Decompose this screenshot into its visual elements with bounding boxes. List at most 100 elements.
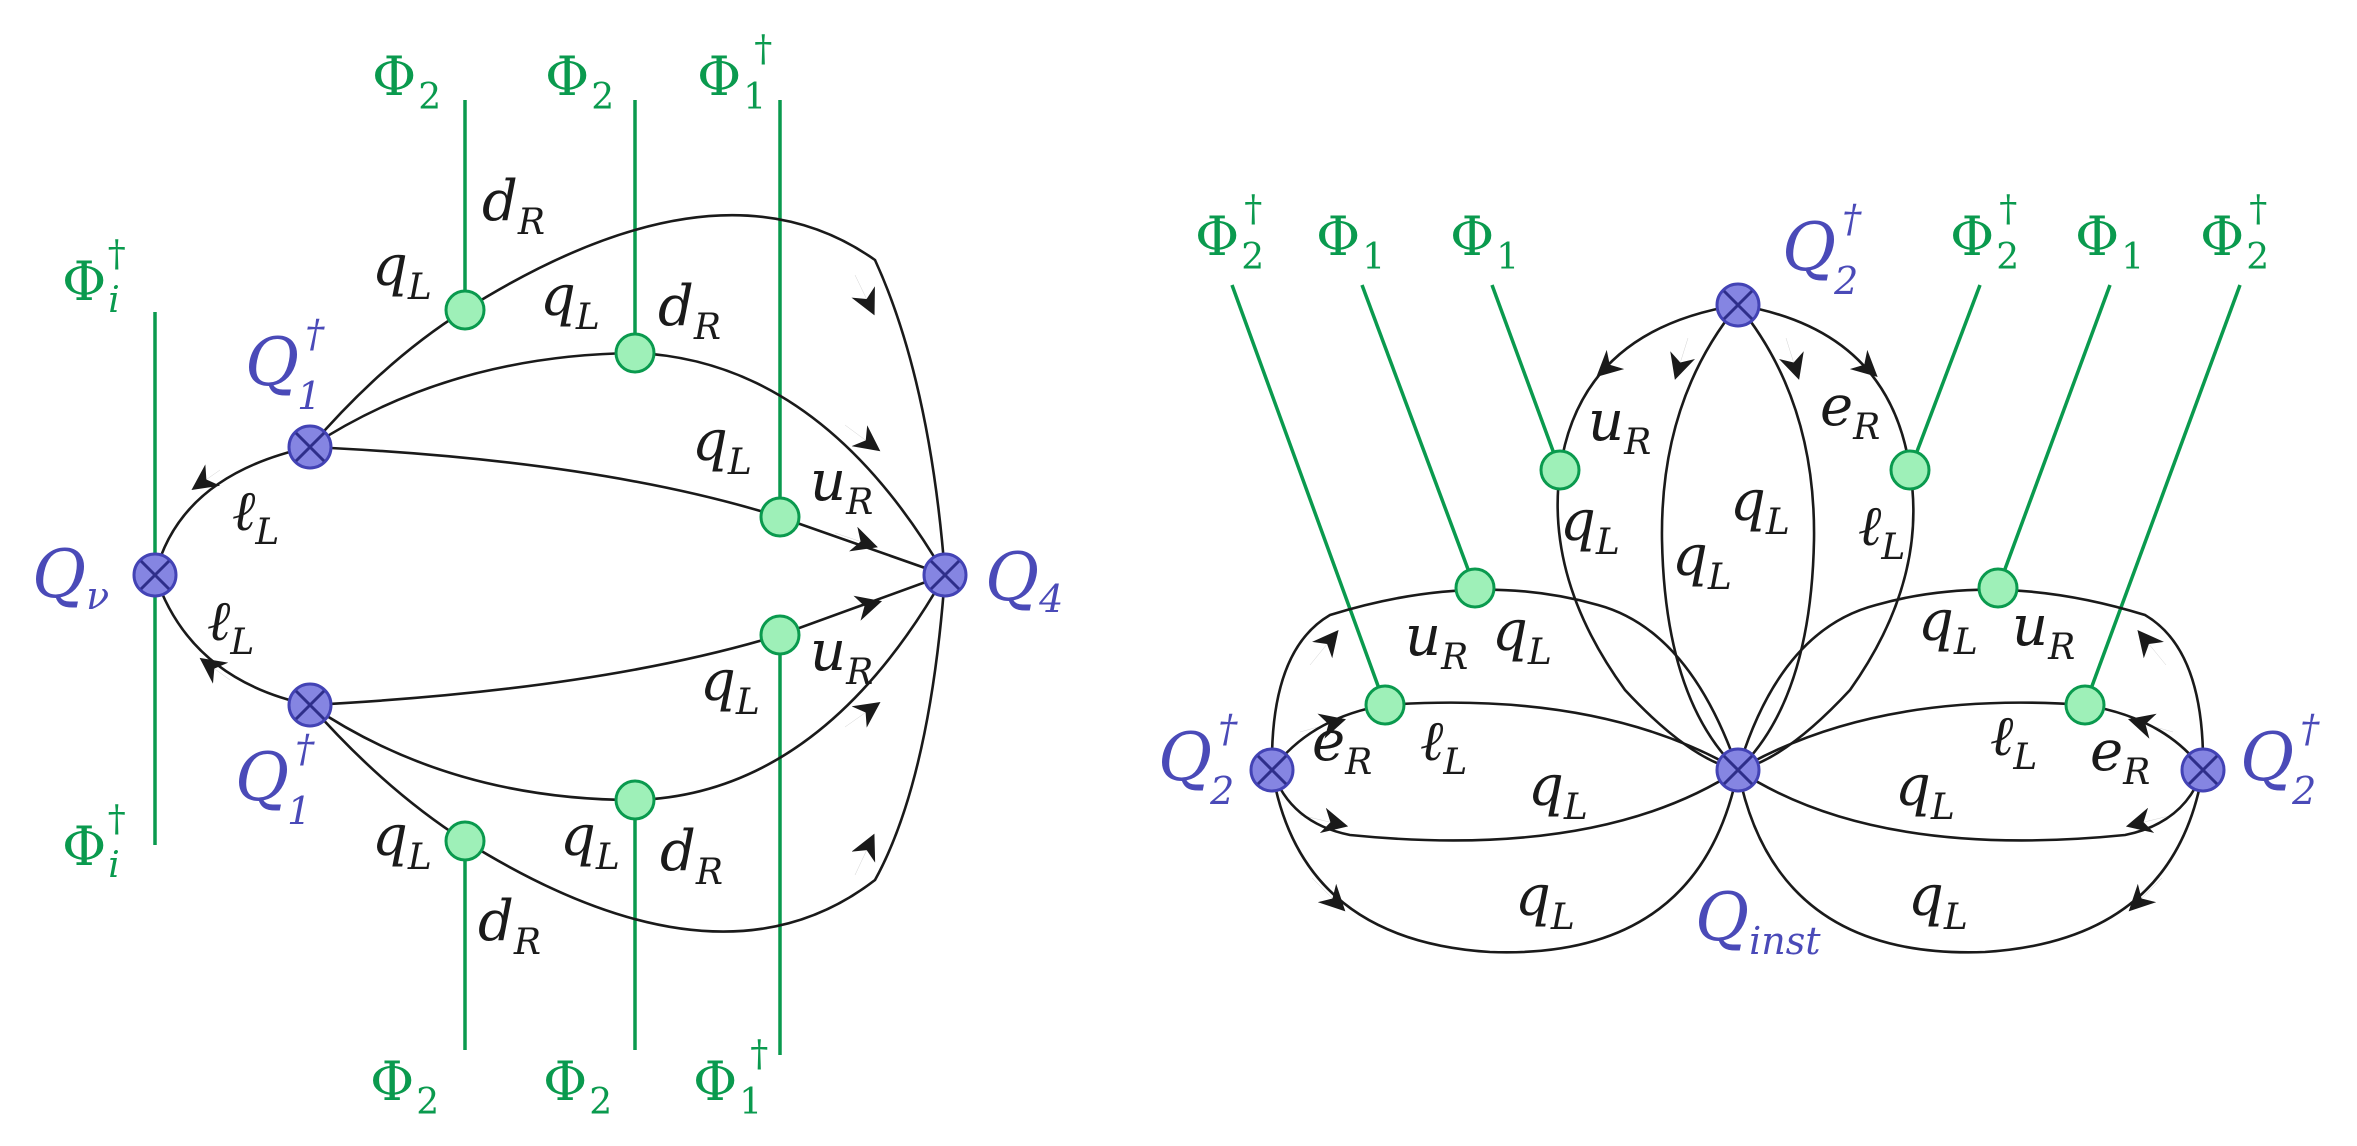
left-scalar-lines xyxy=(153,100,782,1055)
right-scalar-labels: Φ2† Φ1 Φ1 Φ2† Φ1 Φ2† xyxy=(1195,189,2269,278)
vertex-q2-left xyxy=(1249,747,1295,793)
fermion-line-right-el xyxy=(1737,701,2205,772)
arrow-icon xyxy=(839,595,883,621)
fermion-label: ℓL xyxy=(1858,494,1905,568)
arrow-icon xyxy=(199,657,231,684)
fermion-label: uR xyxy=(1405,604,1468,678)
fermion-label: ℓL xyxy=(232,479,279,553)
fermion-label: qL xyxy=(700,649,760,723)
fermion-line-left-low xyxy=(1270,769,1740,954)
vertex-q4 xyxy=(922,552,968,598)
right-scalar-lines xyxy=(1230,284,2242,706)
scalar-label-top-2: Φ2 xyxy=(545,45,614,118)
scalar-label-top-1: Φ2 xyxy=(372,45,441,118)
scalar-node xyxy=(1364,684,1406,726)
fermion-label: qL xyxy=(560,804,620,878)
fermion-label: qL xyxy=(372,804,432,878)
scalar-node xyxy=(614,779,656,821)
scalar-label: Φ2† xyxy=(1950,189,2019,278)
fermion-label: ℓL xyxy=(1420,709,1467,783)
scalar-label: Φ2† xyxy=(1195,189,1264,278)
fermion-line-top-inner xyxy=(309,445,946,577)
vertex-q-nu xyxy=(132,552,178,598)
left-scalar-labels: Φi† Φi† Φ2 Φ2 Φ1† Φ2 Φ2 Φ1† xyxy=(62,29,772,1123)
fermion-line-bottom-inner xyxy=(309,573,946,707)
fermion-label: qL xyxy=(1918,589,1978,663)
vertex-label-q1-bottom: Q1† xyxy=(235,727,315,833)
arrow-icon xyxy=(1845,347,1878,378)
fermion-label: eR xyxy=(1820,374,1880,448)
scalar-label-phi-i-bottom: Φi† xyxy=(62,799,126,886)
scalar-node xyxy=(444,289,486,331)
arrow-icon xyxy=(844,424,881,452)
arrow-icon xyxy=(844,702,881,728)
vertex-q2-top xyxy=(1715,282,1761,328)
arrow-icon xyxy=(191,464,221,490)
fermion-label: uR xyxy=(1588,389,1651,463)
vertex-label-q2-right: Q2† xyxy=(2240,707,2320,813)
vertex-label-q2-top: Q2† xyxy=(1782,197,1862,303)
scalar-node xyxy=(1889,449,1931,491)
fermion-label: dR xyxy=(658,274,721,348)
vertex-q1-bottom xyxy=(287,682,333,728)
fermion-label: ℓL xyxy=(207,589,254,663)
scalar-line xyxy=(1230,284,1387,706)
fermion-label: qL xyxy=(1528,754,1588,828)
fermion-label: dR xyxy=(482,169,545,243)
right-vertices xyxy=(1249,282,2226,793)
vertex-label-q1-top: Q1† xyxy=(245,312,325,418)
scalar-label: Φ1 xyxy=(1450,205,1519,278)
right-scalar-nodes xyxy=(1364,449,2106,726)
scalar-node xyxy=(2064,684,2106,726)
scalar-node xyxy=(759,614,801,656)
arrow-icon xyxy=(851,274,875,316)
fermion-label: eR xyxy=(2090,719,2150,793)
arrow-icon xyxy=(1299,713,1347,739)
vertex-label-q-nu: Qν xyxy=(32,536,109,618)
arrow-icon xyxy=(1311,877,1346,912)
arrow-icon xyxy=(834,526,878,552)
fermion-label: qL xyxy=(1672,524,1732,598)
arrow-icon xyxy=(2128,713,2174,739)
scalar-label: Φ1 xyxy=(1316,205,1385,278)
left-vertex-labels: Qν Q1† Q1† Q4 xyxy=(32,312,1063,833)
arrow-icon xyxy=(2128,877,2163,912)
scalar-node xyxy=(759,496,801,538)
left-arrows xyxy=(191,274,883,876)
arrow-icon xyxy=(1596,347,1629,378)
left-scalar-nodes xyxy=(444,289,801,862)
fermion-label: qL xyxy=(1908,864,1968,938)
scalar-line xyxy=(1908,284,1982,471)
right-vertex-labels: Q2† Q2† Q2† Qinst xyxy=(1158,197,2320,963)
arrow-icon xyxy=(851,833,876,876)
fermion-label: uR xyxy=(2012,594,2075,668)
arrow-icon xyxy=(2125,807,2174,833)
fermion-line-left-mid xyxy=(1270,768,1739,842)
left-vertices xyxy=(132,424,968,728)
right-diagram: Q2† Q2† Q2† Qinst Φ2† Φ1 Φ1 Φ2† Φ1 Φ2† u… xyxy=(1158,189,2320,963)
scalar-label-top-3: Φ1† xyxy=(697,29,772,118)
scalar-label: Φ1 xyxy=(2075,205,2144,278)
scalar-label-bot-1: Φ2 xyxy=(370,1050,439,1123)
scalar-node xyxy=(1454,567,1496,609)
fermion-label: qL xyxy=(692,409,752,483)
scalar-label-bot-3: Φ1† xyxy=(693,1034,768,1123)
arrow-icon xyxy=(1309,629,1339,666)
left-fermion-labels: dR qL qL dR qL uR ℓL ℓL qL uR qL qL dR d… xyxy=(207,169,873,963)
scalar-node xyxy=(1539,449,1581,491)
fermion-label: eR xyxy=(1312,709,1372,783)
fermion-line-top-outer xyxy=(309,213,947,576)
fermion-line-bottom-outer xyxy=(309,574,947,933)
scalar-line xyxy=(2083,284,2242,706)
fermion-label: qL xyxy=(1560,489,1620,563)
scalar-node xyxy=(444,820,486,862)
vertex-label-q2-left: Q2† xyxy=(1158,707,1238,813)
fermion-label: dR xyxy=(478,889,541,963)
scalar-node xyxy=(1977,567,2019,609)
arrow-icon xyxy=(1778,337,1804,380)
left-diagram: Qν Q1† Q1† Q4 Φi† Φi† Φ2 Φ2 Φ1† Φ2 Φ2 Φ1… xyxy=(32,29,1063,1123)
fermion-label: ℓL xyxy=(1990,704,2037,778)
scalar-line xyxy=(1996,284,2112,589)
right-fermion-labels: uR qL qL qL eR ℓL uR qL eR ℓL qL qL qL u… xyxy=(1312,374,2150,938)
